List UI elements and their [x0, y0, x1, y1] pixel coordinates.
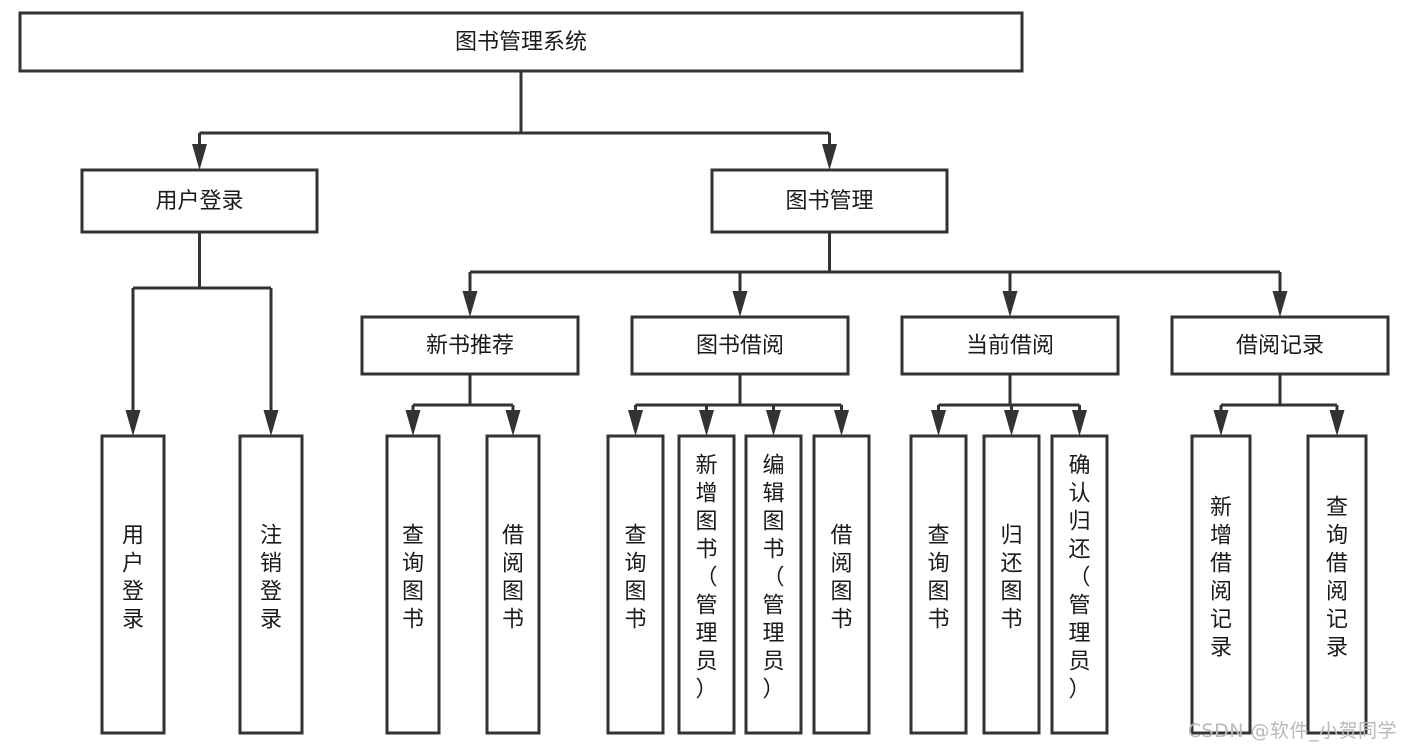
node-leaf-add-record[interactable]: 新增借阅记录 — [1190, 434, 1252, 735]
node-box[interactable] — [485, 434, 541, 735]
node-label: 借阅图书 — [830, 524, 852, 633]
node-label: 借阅记录 — [1236, 334, 1324, 359]
node-box[interactable] — [909, 434, 968, 735]
node-box[interactable] — [1306, 434, 1368, 735]
edge-group-new-book-rec — [405, 374, 521, 436]
node-label: 图书管理 — [785, 189, 873, 214]
node-box[interactable] — [812, 434, 871, 735]
node-box[interactable] — [606, 434, 665, 735]
edge-group-root — [192, 71, 837, 170]
node-box[interactable] — [1050, 434, 1109, 735]
node-leaf-add-book[interactable]: 新增图书（管理员） — [677, 434, 736, 735]
node-leaf-query-record[interactable]: 查询借阅记录 — [1306, 434, 1368, 735]
node-label: 新增借阅记录 — [1210, 496, 1232, 661]
node-book-borrow[interactable]: 图书借阅 — [630, 315, 850, 376]
node-box[interactable] — [1170, 315, 1390, 376]
node-label: 借阅图书 — [502, 524, 524, 633]
node-label: 查询图书 — [927, 524, 949, 633]
node-root[interactable]: 图书管理系统 — [18, 11, 1024, 73]
edge-arrowhead-icon — [699, 410, 714, 436]
node-new-book-rec[interactable]: 新书推荐 — [360, 315, 580, 376]
edge-arrowhead-icon — [1272, 291, 1288, 317]
node-box[interactable] — [385, 434, 441, 735]
node-leaf-borrow-book-1[interactable]: 借阅图书 — [485, 434, 541, 735]
node-leaf-query-book-2[interactable]: 查询图书 — [606, 434, 665, 735]
node-label: 查询借阅记录 — [1326, 496, 1348, 661]
node-layer: 图书管理系统用户登录图书管理新书推荐图书借阅当前借阅借阅记录用户登录注销登录查询… — [18, 11, 1390, 735]
edge-arrowhead-icon — [192, 144, 207, 170]
node-box[interactable] — [710, 168, 949, 234]
node-label: 图书借阅 — [696, 334, 784, 359]
edge-group-login — [125, 232, 279, 436]
edge-arrowhead-icon — [1329, 410, 1345, 436]
edge-arrowhead-icon — [732, 291, 748, 317]
edge-arrowhead-icon — [766, 410, 781, 436]
node-label: 归还图书 — [1000, 524, 1022, 633]
node-box[interactable] — [80, 168, 319, 234]
node-leaf-return-book[interactable]: 归还图书 — [982, 434, 1041, 735]
node-box[interactable] — [677, 434, 736, 735]
node-borrow-record[interactable]: 借阅记录 — [1170, 315, 1390, 376]
node-label: 当前借阅 — [966, 334, 1054, 359]
edge-arrowhead-icon — [628, 410, 643, 436]
edge-group-book-borrow — [628, 374, 849, 436]
node-leaf-query-book-1[interactable]: 查询图书 — [385, 434, 441, 735]
node-leaf-edit-book[interactable]: 编辑图书（管理员） — [744, 434, 803, 735]
node-label: 新书推荐 — [426, 334, 514, 359]
edge-arrowhead-icon — [125, 410, 141, 436]
node-box[interactable] — [900, 315, 1120, 376]
node-box[interactable] — [630, 315, 850, 376]
node-leaf-logout[interactable]: 注销登录 — [238, 434, 304, 735]
edge-arrowhead-icon — [822, 144, 837, 170]
node-book-manage[interactable]: 图书管理 — [710, 168, 949, 234]
node-box[interactable] — [982, 434, 1041, 735]
edge-arrowhead-icon — [462, 291, 478, 317]
edge-arrowhead-icon — [1002, 291, 1018, 317]
watermark-text: CSDN @软件_小贺同学 — [1187, 720, 1397, 742]
node-leaf-user-login[interactable]: 用户登录 — [100, 434, 166, 735]
edge-arrowhead-icon — [1072, 410, 1087, 436]
edge-arrowhead-icon — [405, 410, 421, 436]
node-box[interactable] — [238, 434, 304, 735]
edge-arrowhead-icon — [834, 410, 849, 436]
node-label: 确认归还（管理员） — [1068, 454, 1090, 703]
node-box[interactable] — [360, 315, 580, 376]
node-label: 图书管理系统 — [455, 30, 587, 55]
node-current-borrow[interactable]: 当前借阅 — [900, 315, 1120, 376]
node-label: 注销登录 — [260, 524, 282, 633]
edge-arrowhead-icon — [505, 410, 521, 436]
node-leaf-borrow-book-2[interactable]: 借阅图书 — [812, 434, 871, 735]
connector-layer — [125, 71, 1345, 436]
node-leaf-confirm-return[interactable]: 确认归还（管理员） — [1050, 434, 1109, 735]
node-box[interactable] — [744, 434, 803, 735]
edge-group-book-manage — [462, 232, 1288, 317]
node-login[interactable]: 用户登录 — [80, 168, 319, 234]
node-label: 编辑图书（管理员） — [762, 454, 784, 703]
node-label: 用户登录 — [122, 524, 144, 633]
node-label: 查询图书 — [624, 524, 646, 633]
edge-arrowhead-icon — [1213, 410, 1229, 436]
node-box[interactable] — [18, 11, 1024, 73]
node-label: 用户登录 — [155, 189, 243, 214]
node-label: 查询图书 — [402, 524, 424, 633]
node-leaf-query-book-3[interactable]: 查询图书 — [909, 434, 968, 735]
edge-group-borrow-record — [1213, 374, 1345, 436]
edge-arrowhead-icon — [263, 410, 279, 436]
edge-group-current-borrow — [931, 374, 1087, 436]
node-box[interactable] — [100, 434, 166, 735]
node-box[interactable] — [1190, 434, 1252, 735]
edge-arrowhead-icon — [1004, 410, 1019, 436]
node-label: 新增图书（管理员） — [695, 454, 717, 703]
edge-arrowhead-icon — [931, 410, 946, 436]
